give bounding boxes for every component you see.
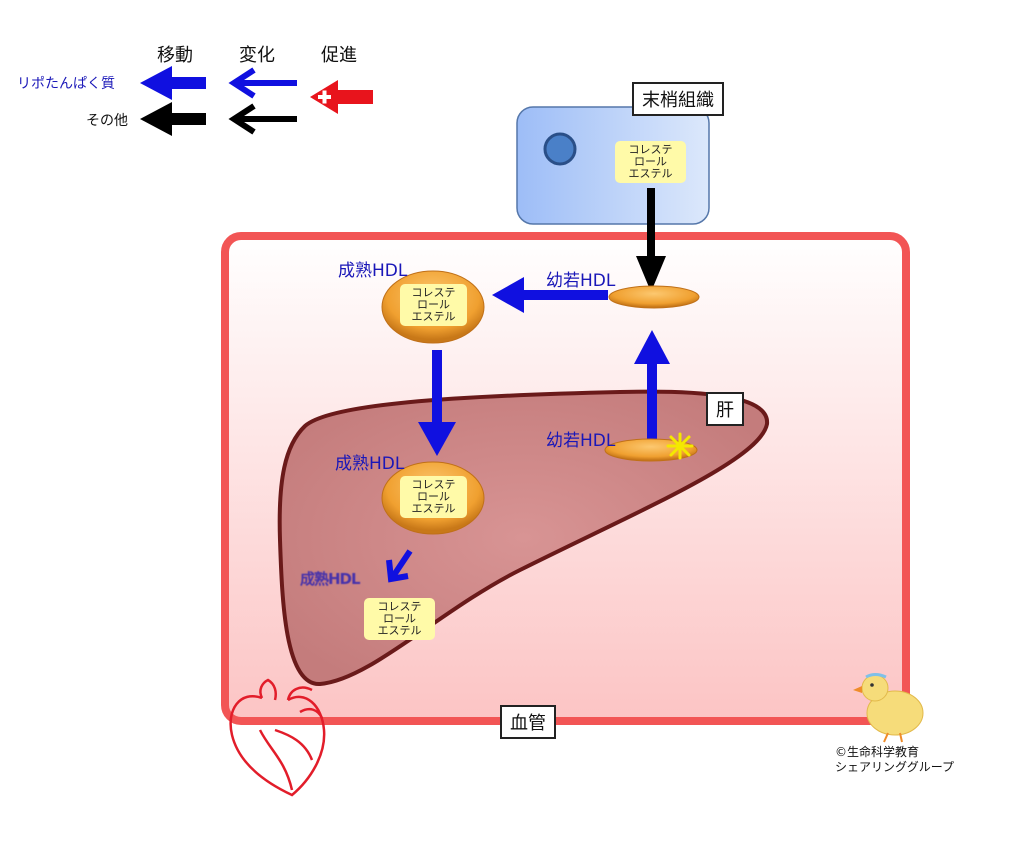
heart-icon: [229, 678, 326, 797]
legend-arrow-lipoprotein-move: [140, 66, 206, 100]
cholesterol-ester-liver: コレステ ロール エステル: [364, 598, 435, 640]
arrow-young-to-mature: [492, 277, 608, 313]
cell-nucleus: [543, 132, 577, 166]
young-hdl-top-label: 幼若HDL: [546, 271, 616, 291]
arrow-change-into-liver: [386, 549, 413, 583]
young-hdl-liver-label: 幼若HDL: [546, 431, 616, 451]
arrow-cell-to-hdl: [636, 188, 666, 292]
legend-arrow-other-move: [140, 102, 206, 136]
cholesterol-ester-cell: コレステ ロール エステル: [615, 141, 686, 183]
legend-arrow-other-change: [228, 103, 297, 135]
mature-hdl-top-label: 成熟HDL: [338, 261, 408, 281]
arrow-liver-up: [634, 330, 670, 445]
legend-arrow-lipoprotein-change: [228, 67, 297, 99]
legend-row-lipoprotein: リポたんぱく質: [17, 76, 115, 92]
legend-header-change: 変化: [239, 45, 275, 66]
chick-logo-icon: [853, 673, 924, 743]
apolipoprotein-star-icon: [666, 432, 694, 460]
liver-label: 肝: [706, 392, 744, 426]
credit-line-1: ©生命科学教育: [835, 745, 920, 759]
legend-arrow-promote: [310, 80, 373, 114]
mature-hdl-mid-label: 成熟HDL: [335, 454, 405, 474]
legend-header-promote: 促進: [321, 45, 357, 66]
blood-vessel-label: 血管: [500, 705, 556, 739]
legend-header-move: 移動: [157, 45, 193, 66]
peripheral-tissue-label: 末梢組織: [632, 82, 724, 116]
mature-hdl-faded-label: 成熟HDL: [300, 570, 361, 588]
young-hdl-top: [608, 285, 700, 309]
legend-row-other: その他: [86, 113, 128, 129]
credit-line-2: シェアリンググループ: [835, 760, 955, 774]
cholesterol-ester-mature-top: コレステ ロール エステル: [400, 284, 467, 326]
arrow-mature-down: [418, 350, 456, 456]
cholesterol-ester-mature-mid: コレステ ロール エステル: [400, 476, 467, 518]
